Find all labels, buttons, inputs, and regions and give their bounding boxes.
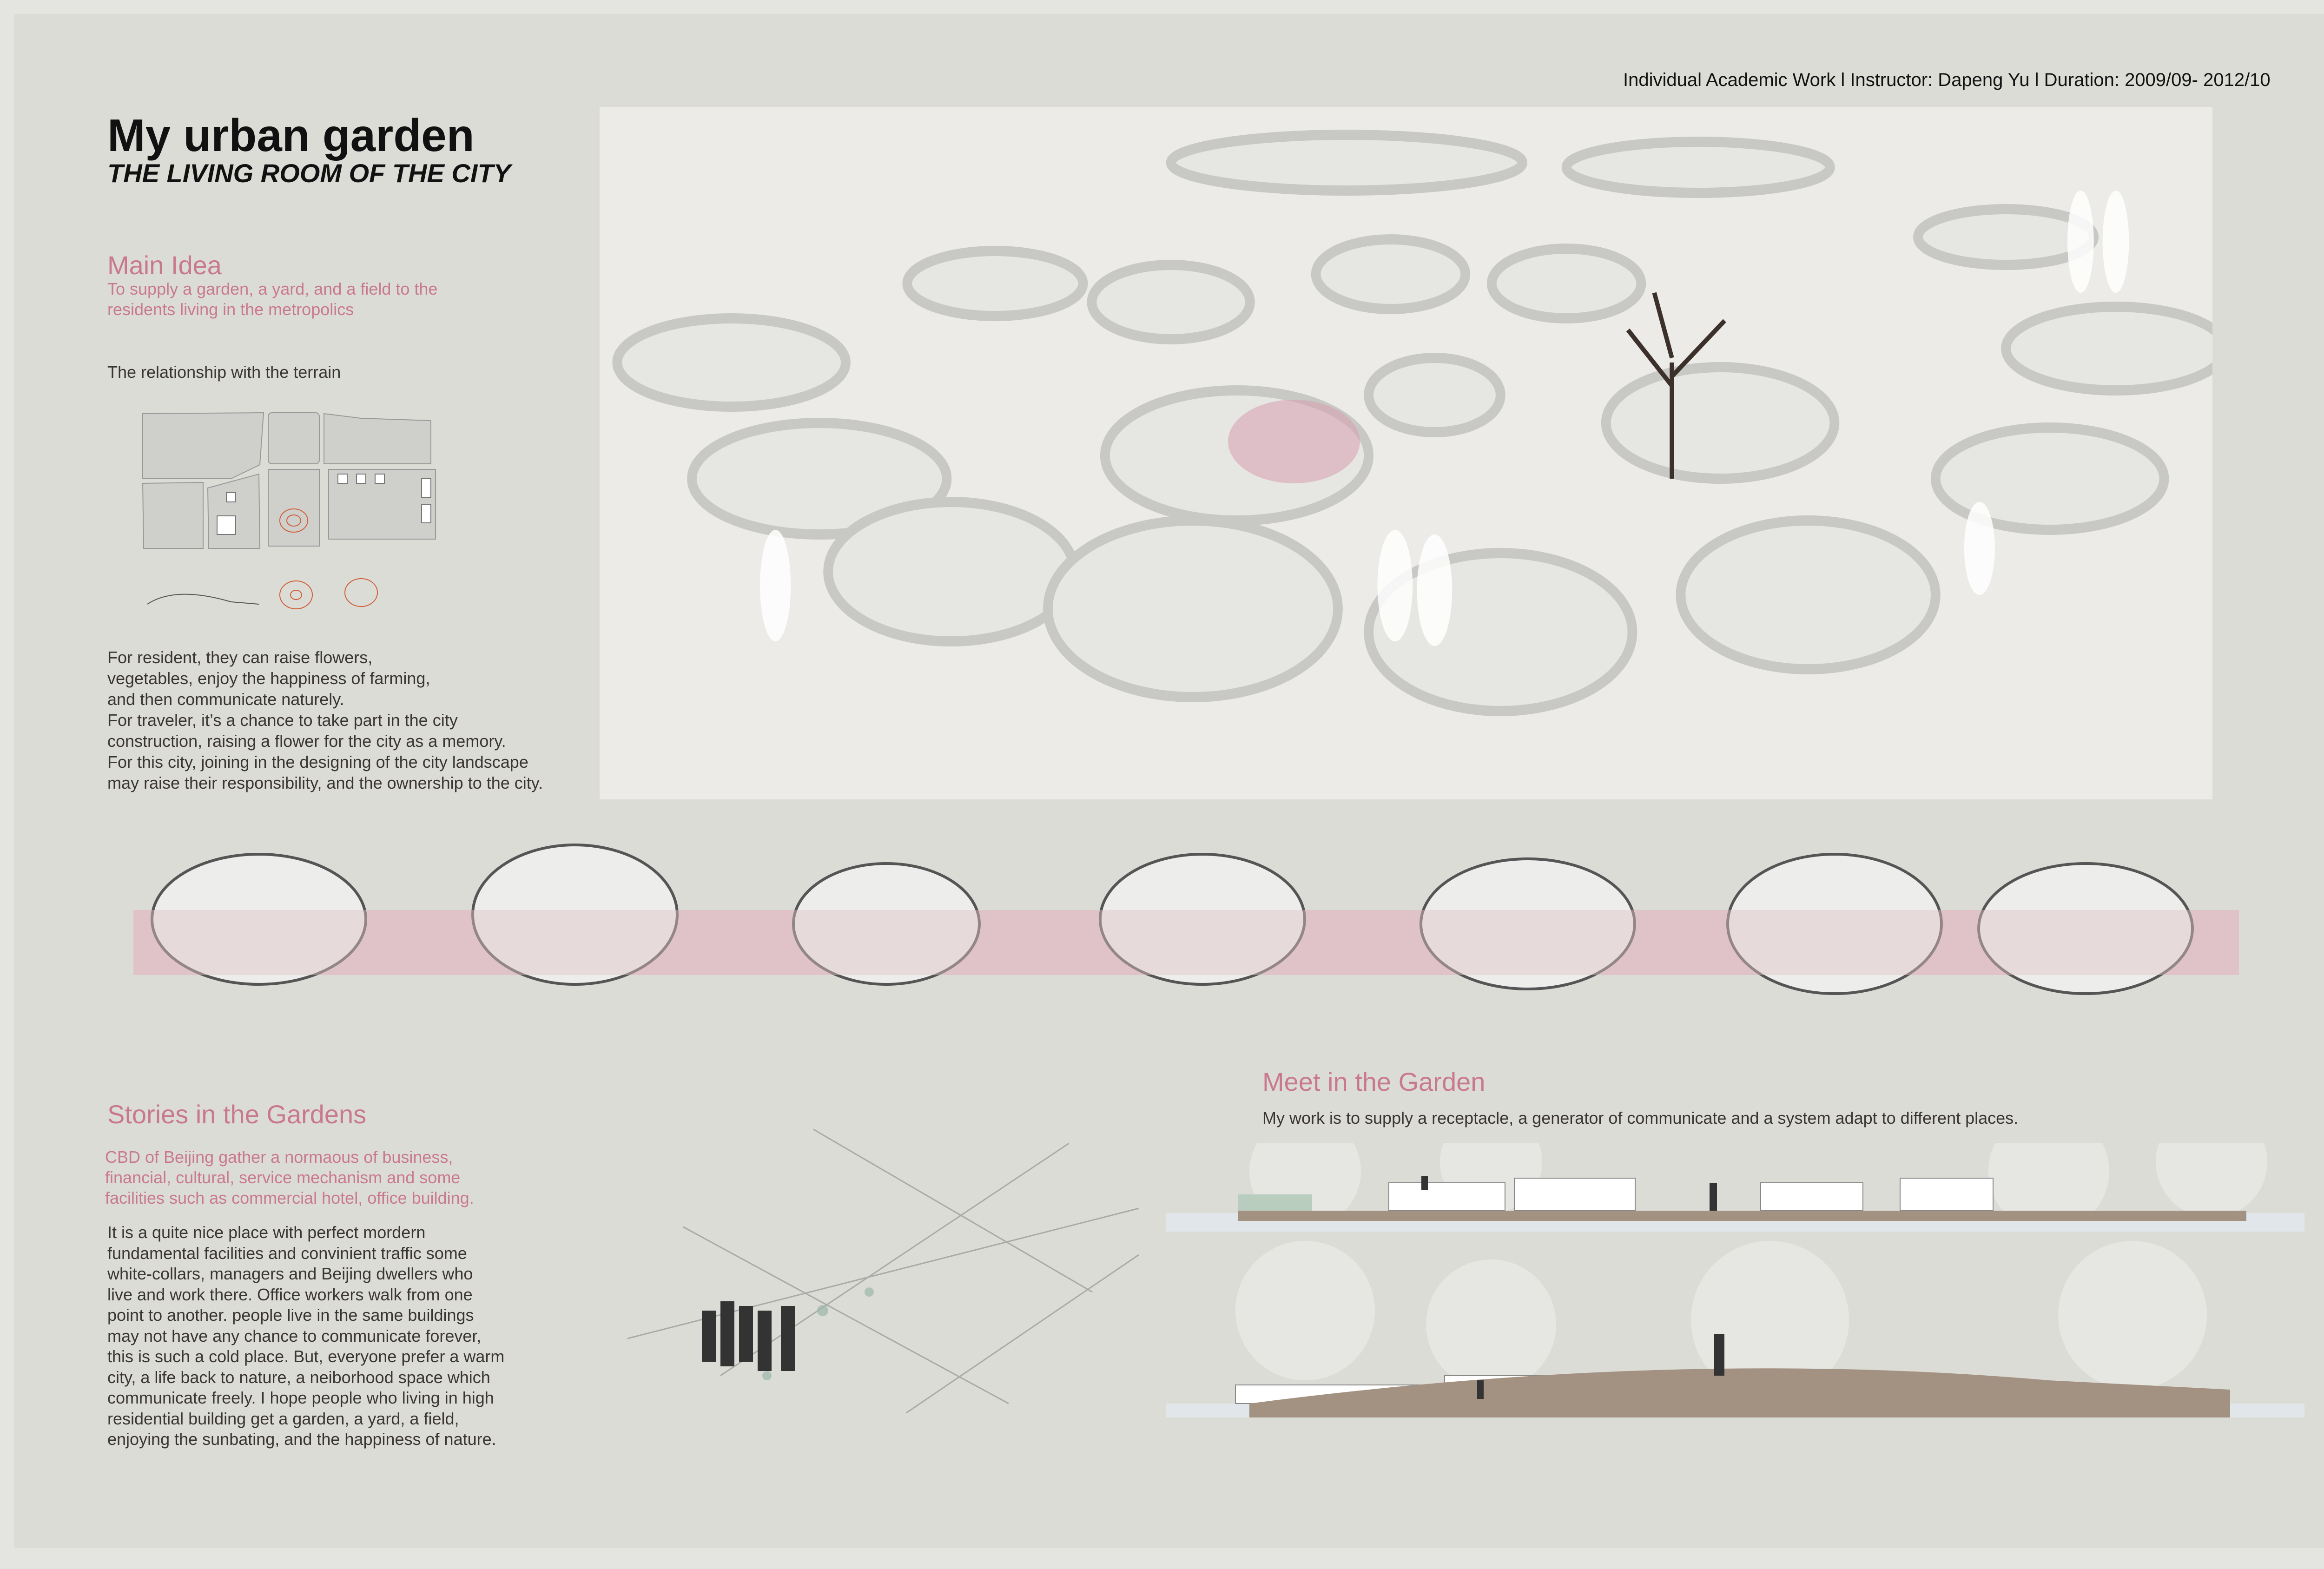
terrain-diagram <box>142 412 436 609</box>
body-line: white-collars, managers and Beijing dwel… <box>107 1264 473 1283</box>
summary-line: residents living in the metropolics <box>107 300 354 319</box>
body-line: point to another. people live in the sam… <box>107 1305 474 1325</box>
body-line: city, a life back to nature, a neiborhoo… <box>107 1367 490 1387</box>
main-idea-body: For resident, they can raise flowers, ve… <box>107 647 543 793</box>
terrain-label: The relationship with the terrain <box>107 363 341 382</box>
body-line: this is such a cold place. But, everyone… <box>107 1347 505 1366</box>
meet-text: My work is to supply a receptacle, a gen… <box>1262 1108 2019 1127</box>
stories-body: It is a quite nice place with perfect mo… <box>107 1222 504 1450</box>
body-line: enjoying the sunbating, and the happines… <box>107 1430 496 1449</box>
main-idea-heading: Main Idea <box>107 251 222 280</box>
garden-stories-strip <box>133 844 2239 995</box>
intro-line: financial, cultural, service mechanism a… <box>105 1168 461 1187</box>
body-line: For traveler, it’s a chance to take part… <box>107 711 458 730</box>
body-line: live and work there. Office workers walk… <box>107 1285 473 1304</box>
body-line: It is a quite nice place with perfect mo… <box>107 1223 426 1242</box>
body-line: and then communicate naturely. <box>107 690 344 709</box>
body-line: residential building get a garden, a yar… <box>107 1409 459 1428</box>
site-section-1 <box>1166 1143 2304 1232</box>
body-line: communicate freely. I hope people who li… <box>107 1388 494 1407</box>
main-idea-summary: To supply a garden, a yard, and a field … <box>107 279 437 320</box>
meet-heading: Meet in the Garden <box>1262 1067 1486 1096</box>
intro-line: facilities such as commercial hotel, off… <box>105 1188 474 1207</box>
body-line: For this city, joining in the designing … <box>107 752 528 771</box>
body-line: may raise their responsibility, and the … <box>107 773 543 792</box>
body-line: construction, raising a flower for the c… <box>107 732 506 751</box>
stories-heading: Stories in the Gardens <box>107 1100 367 1129</box>
page-subtitle: THE LIVING ROOM OF THE CITY <box>107 158 511 188</box>
stories-intro: CBD of Beijing gather a normaous of busi… <box>105 1147 474 1208</box>
site-section-2 <box>1166 1241 2304 1417</box>
body-line: may not have any chance to communicate f… <box>107 1326 482 1345</box>
body-line: For resident, they can raise flowers, <box>107 648 373 667</box>
body-line: fundamental facilities and convinient tr… <box>107 1243 467 1263</box>
summary-line: To supply a garden, a yard, and a field … <box>107 279 438 298</box>
cbd-axonometric-map <box>627 1128 1139 1414</box>
credits-line: Individual Academic Work l Instructor: D… <box>1623 70 2271 90</box>
garden-hero-render <box>600 107 2212 799</box>
intro-line: CBD of Beijing gather a normaous of busi… <box>105 1147 453 1167</box>
page-title: My urban garden <box>107 110 475 161</box>
body-line: vegetables, enjoy the happiness of farmi… <box>107 669 430 688</box>
